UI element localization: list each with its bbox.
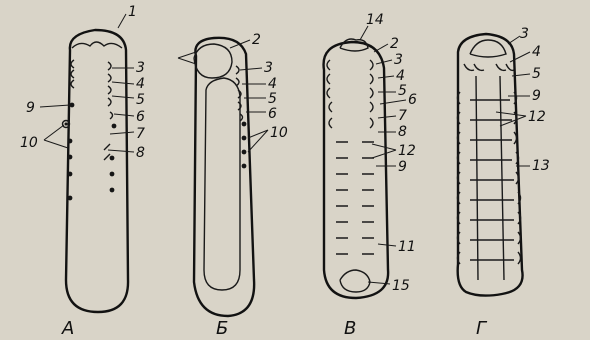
panel-a-ring-center: [65, 123, 68, 126]
label: 5: [398, 83, 407, 99]
panel-a-spot: [68, 155, 73, 160]
panel-a-spot: [68, 139, 73, 144]
label: 8: [136, 145, 145, 161]
label: 14: [366, 12, 384, 28]
label: 6: [408, 92, 417, 108]
panel-b-spot: [242, 136, 247, 141]
label: 2: [390, 36, 399, 52]
label: 1: [128, 4, 137, 20]
label: 9: [26, 100, 35, 116]
label: 8: [398, 124, 407, 140]
label: 3: [264, 60, 273, 76]
label: 2: [252, 32, 261, 48]
label: 10: [20, 135, 38, 151]
panel-b-spot: [242, 122, 247, 127]
panel-a-spot: [110, 188, 115, 193]
panel-a-spot: [110, 172, 115, 177]
panel-a-spot: [70, 103, 75, 108]
label: 13: [532, 158, 550, 174]
panel-b-spot: [242, 150, 247, 155]
label: 5: [268, 91, 277, 107]
label: 6: [136, 109, 145, 125]
label: 15: [392, 278, 410, 294]
label: 12: [398, 143, 416, 159]
label: 4: [136, 76, 145, 92]
label: 7: [398, 108, 407, 124]
panel-a-spot: [112, 124, 117, 129]
label: 4: [268, 76, 277, 92]
label: 4: [532, 44, 541, 60]
label: 4: [396, 68, 405, 84]
label: 11: [398, 239, 416, 255]
label: 7: [136, 126, 145, 142]
panel-caption: В: [344, 318, 356, 339]
panel-a-spot: [68, 196, 73, 201]
panel-b-spot: [242, 164, 247, 169]
label: 12: [528, 109, 546, 125]
label: 3: [520, 26, 529, 42]
panel-caption: А: [61, 318, 74, 339]
label: 9: [532, 88, 541, 104]
label: 5: [532, 66, 541, 82]
panel-a-spot: [68, 172, 73, 177]
label: 9: [398, 159, 407, 175]
panel-caption: Б: [216, 318, 228, 339]
label: 6: [268, 106, 277, 122]
label: 3: [136, 60, 145, 76]
label: 5: [136, 92, 145, 108]
label: 10: [270, 125, 288, 141]
label: 3: [394, 52, 403, 68]
panel-a-spot: [110, 156, 115, 161]
